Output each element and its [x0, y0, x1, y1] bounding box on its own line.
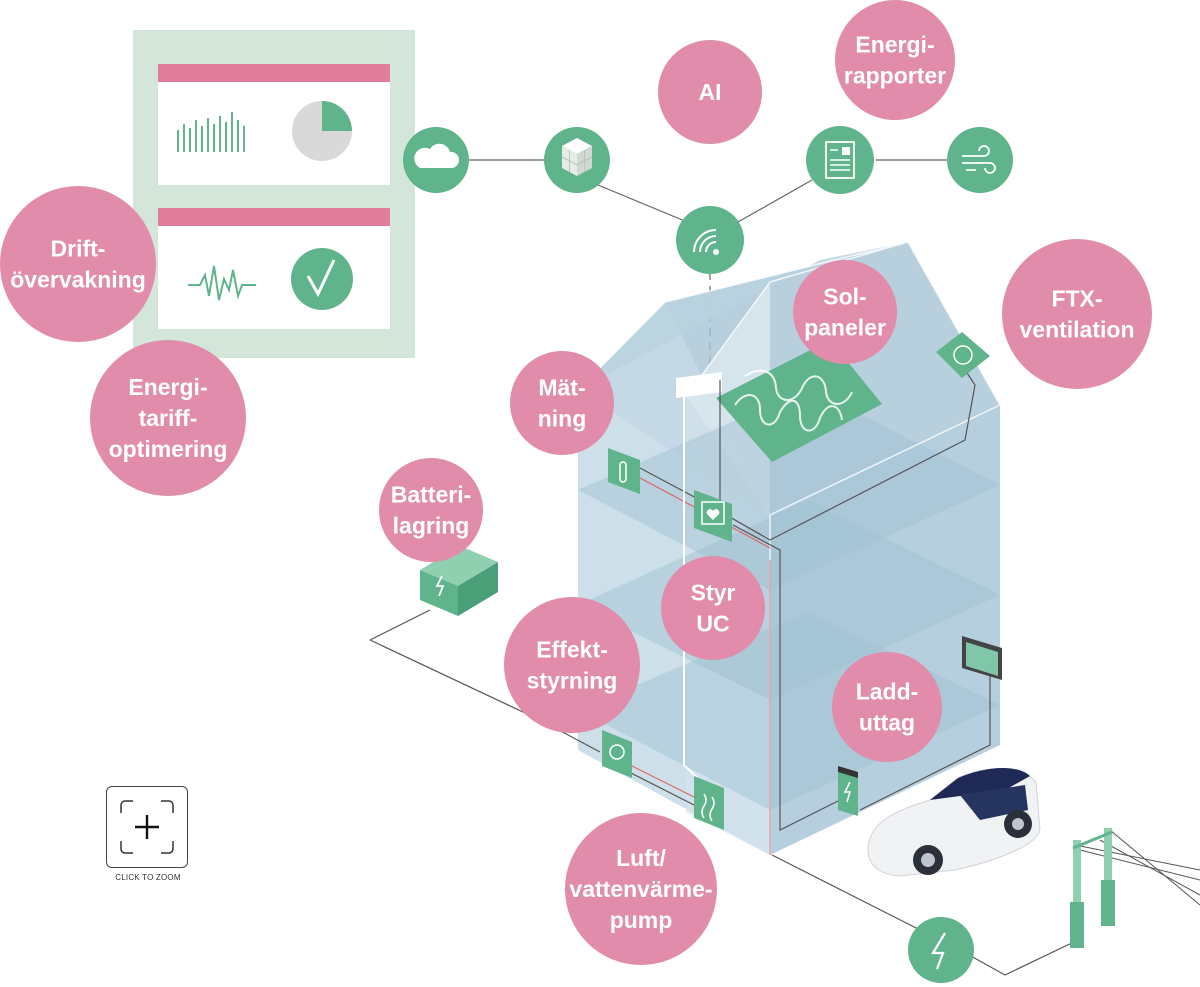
- ventilation-unit-icon: [936, 332, 990, 378]
- thermostat-icon: [608, 448, 640, 494]
- electric-car-image: [867, 767, 1041, 877]
- heatpump-sensor-icon: [602, 730, 632, 778]
- zoom-button[interactable]: CLICK TO ZOOM: [106, 786, 188, 886]
- bubble-circle: [835, 0, 955, 120]
- wifi-icon: [676, 206, 744, 274]
- zoom-label: CLICK TO ZOOM: [115, 873, 181, 882]
- bubble-label: Drift-: [51, 236, 106, 262]
- bubble-label: Mät-: [538, 375, 585, 401]
- bubble-label: optimering: [109, 436, 228, 462]
- bubble-label: Ladd-: [856, 679, 919, 705]
- bubble-laddutag: Ladd-uttag: [832, 652, 942, 762]
- bubble-label: Effekt-: [536, 637, 608, 663]
- bubble-label: AI: [699, 79, 722, 105]
- pie-chart-graphic: [292, 101, 352, 161]
- bubble-label: ning: [538, 406, 587, 432]
- bubble-label: ventilation: [1019, 317, 1134, 343]
- bubble-label: Styr: [691, 580, 736, 606]
- wind-icon: [947, 127, 1013, 193]
- bubble-label: uttag: [859, 710, 915, 736]
- bubble-solpaneler: Sol-paneler: [793, 260, 897, 364]
- dashboard-panel: [133, 30, 415, 358]
- network-lines: [468, 159, 947, 380]
- blocks-icon: [544, 127, 610, 193]
- power-poles: [1070, 828, 1200, 948]
- bubble-matning: Mät-ning: [510, 351, 614, 455]
- bubble-circle: [90, 340, 246, 496]
- bubble-drift: Drift-övervakning: [0, 186, 156, 342]
- bubble-circle: [658, 40, 762, 144]
- bubble-label: lagring: [393, 513, 470, 539]
- zoom-frame[interactable]: [106, 786, 188, 868]
- bubble-circle: [1002, 239, 1152, 389]
- controller-icon: [694, 490, 732, 542]
- bubble-label: pump: [610, 907, 673, 933]
- bubble-energirapporter: Energi-rapporter: [835, 0, 955, 120]
- bubble-effekt: Effekt-styrning: [504, 597, 640, 733]
- battery-icon: [420, 546, 498, 616]
- bubble-label: paneler: [804, 315, 886, 341]
- bubble-label: Batteri-: [391, 482, 472, 508]
- bubble-label: Luft/: [616, 845, 666, 871]
- bubble-circle: [661, 556, 765, 660]
- bubble-circle: [504, 597, 640, 733]
- bar-chart-graphic: [177, 112, 245, 152]
- floor-heating-icon: [694, 776, 724, 830]
- house: [577, 241, 1001, 855]
- bubble-label: tariff-: [139, 405, 198, 431]
- bubble-label: UC: [696, 611, 729, 637]
- tablet-icon: [962, 636, 1002, 680]
- bubble-batteri: Batteri-lagring: [379, 458, 483, 562]
- charger-icon: [838, 766, 858, 816]
- bubble-energitariff: Energi-tariff-optimering: [90, 340, 246, 496]
- bubble-circle: [510, 351, 614, 455]
- bubble-circle: [0, 186, 156, 342]
- bubble-label: rapporter: [844, 63, 946, 89]
- bubble-ftx: FTX-ventilation: [1002, 239, 1152, 389]
- report-icon: [806, 126, 874, 194]
- pulse-line-graphic: [188, 265, 256, 301]
- bubble-label: Sol-: [823, 284, 866, 310]
- cloud-icon: [403, 127, 469, 193]
- bubble-label: vattenvärme-: [569, 876, 712, 902]
- plus-icon: [120, 800, 174, 854]
- bolt-icon: [908, 917, 974, 983]
- bubble-circle: [832, 652, 942, 762]
- bubble-circle: [565, 813, 717, 965]
- bubble-luft: Luft/vattenvärme-pump: [565, 813, 717, 965]
- bubble-circle: [379, 458, 483, 562]
- bubble-label: övervakning: [10, 267, 146, 293]
- solar-panel: [716, 340, 882, 462]
- check-icon: [291, 248, 353, 310]
- bubble-label: Energi-: [128, 374, 207, 400]
- bubble-circle: [793, 260, 897, 364]
- bubble-ai: AI: [658, 40, 762, 144]
- bubble-label: styrning: [527, 668, 618, 694]
- bubble-label: FTX-: [1051, 286, 1102, 312]
- bubble-label: Energi-: [855, 32, 934, 58]
